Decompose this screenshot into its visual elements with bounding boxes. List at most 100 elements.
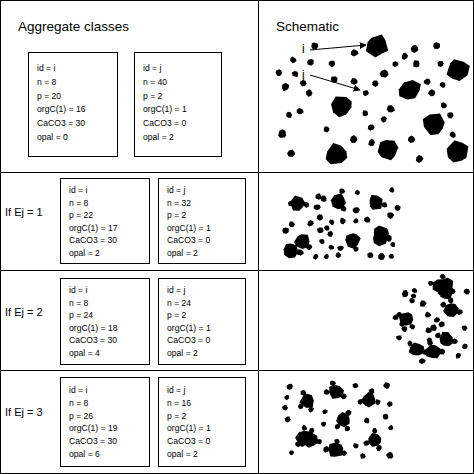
- small-particle: [355, 190, 360, 195]
- small-particle: [388, 425, 393, 431]
- class-attribute: opal = 6: [69, 448, 149, 461]
- small-particle: [360, 453, 366, 459]
- class-attribute: opal = 0: [37, 131, 117, 145]
- class-attribute: n = 32: [167, 197, 245, 210]
- class-attribute: orgC(1) = 17: [69, 222, 149, 235]
- class-attribute: CaCO3 = 30: [69, 334, 149, 347]
- small-particle: [286, 384, 292, 390]
- large-aggregate: [423, 113, 445, 135]
- aggregate-class-box: id = in = 8p = 26orgC(1) = 19CaCO3 = 30o…: [60, 377, 150, 467]
- small-particle: [383, 414, 388, 420]
- attached-particle: [386, 236, 391, 241]
- small-particle: [339, 188, 345, 194]
- attached-particle: [353, 246, 358, 251]
- class-attribute: p = 2: [167, 209, 245, 222]
- leader-line: [310, 75, 360, 90]
- column-heading: Aggregate classes: [18, 19, 129, 34]
- small-particle: [319, 239, 324, 244]
- schematic-particles: [276, 35, 471, 459]
- small-particle: [425, 312, 431, 318]
- small-particle: [364, 418, 369, 424]
- attached-particle: [316, 439, 321, 444]
- attached-particle: [334, 439, 339, 445]
- small-particle: [321, 422, 326, 427]
- row-heading: If Ej = 2: [5, 306, 43, 318]
- attached-particle: [428, 281, 433, 286]
- small-particle: [287, 149, 295, 157]
- class-attribute: n = 8: [69, 197, 149, 210]
- small-particle: [402, 290, 408, 297]
- small-particle: [276, 69, 283, 76]
- attached-particle: [345, 410, 351, 416]
- attached-particle: [375, 399, 380, 405]
- leader-lines: [310, 45, 366, 90]
- small-particle: [286, 112, 292, 118]
- small-particle: [439, 321, 445, 327]
- small-particle: [387, 401, 393, 407]
- small-particle: [372, 80, 378, 86]
- small-particle: [462, 343, 468, 349]
- aggregate-class-box: id = jn = 16p = 2orgC(1) = 1CaCO3 = 0opa…: [158, 377, 246, 467]
- class-attribute: CaCO3 = 0: [143, 117, 221, 131]
- leader-line: [310, 45, 366, 50]
- small-particle: [450, 131, 456, 138]
- class-attribute: opal = 2: [167, 347, 245, 360]
- attached-particle: [376, 445, 382, 451]
- class-attribute: orgC(1) = 1: [143, 103, 221, 117]
- small-particle: [388, 254, 393, 259]
- class-attribute: orgC(1) = 19: [69, 422, 149, 435]
- large-aggregate: [368, 433, 381, 447]
- small-particle: [307, 220, 313, 226]
- attached-particle: [298, 403, 304, 409]
- class-attribute: p = 2: [167, 410, 245, 423]
- large-aggregate: [447, 140, 469, 162]
- small-particle: [307, 59, 314, 66]
- small-particle: [410, 345, 418, 352]
- small-particle: [434, 317, 440, 322]
- attached-particle: [450, 289, 456, 295]
- attached-particle: [456, 309, 462, 315]
- small-particle: [324, 126, 329, 132]
- small-particle: [433, 42, 440, 49]
- attached-particle: [303, 202, 309, 208]
- small-particle: [289, 450, 294, 455]
- row-divider: [0, 370, 474, 371]
- class-attribute: CaCO3 = 0: [167, 334, 245, 347]
- attached-particle: [345, 426, 350, 431]
- large-aggregate: [378, 140, 399, 160]
- large-aggregate: [304, 432, 318, 448]
- attached-particle: [372, 428, 377, 434]
- aggregate-class-box: id = in = 8p = 20orgC(1) = 16CaCO3 = 30o…: [28, 52, 118, 157]
- small-particle: [381, 116, 388, 123]
- attached-particle: [439, 349, 445, 355]
- attached-particle: [358, 399, 364, 405]
- large-aggregate: [399, 80, 421, 99]
- class-attribute: id = i: [37, 62, 117, 76]
- class-attribute: opal = 2: [167, 448, 245, 461]
- small-particle: [427, 337, 432, 342]
- small-particle: [412, 288, 418, 293]
- attached-particle: [301, 390, 307, 396]
- class-attribute: id = i: [69, 384, 149, 397]
- attached-particle: [440, 302, 446, 308]
- small-particle: [282, 227, 288, 233]
- large-aggregate: [370, 195, 383, 210]
- large-aggregate: [345, 233, 360, 248]
- small-particle: [324, 254, 329, 259]
- large-aggregate: [447, 59, 470, 81]
- attached-particle: [306, 244, 312, 250]
- small-particle: [353, 207, 360, 213]
- attached-particle: [308, 407, 314, 413]
- attached-particle: [341, 450, 347, 456]
- small-particle: [411, 45, 419, 53]
- attached-particle: [330, 380, 336, 386]
- small-particle: [408, 136, 415, 143]
- row-heading: If Ej = 1: [5, 206, 43, 218]
- attached-particle: [448, 298, 453, 304]
- class-attribute: orgC(1) = 1: [167, 322, 245, 335]
- small-particle: [462, 325, 468, 331]
- small-particle: [383, 382, 390, 389]
- class-attribute: id = i: [69, 184, 149, 197]
